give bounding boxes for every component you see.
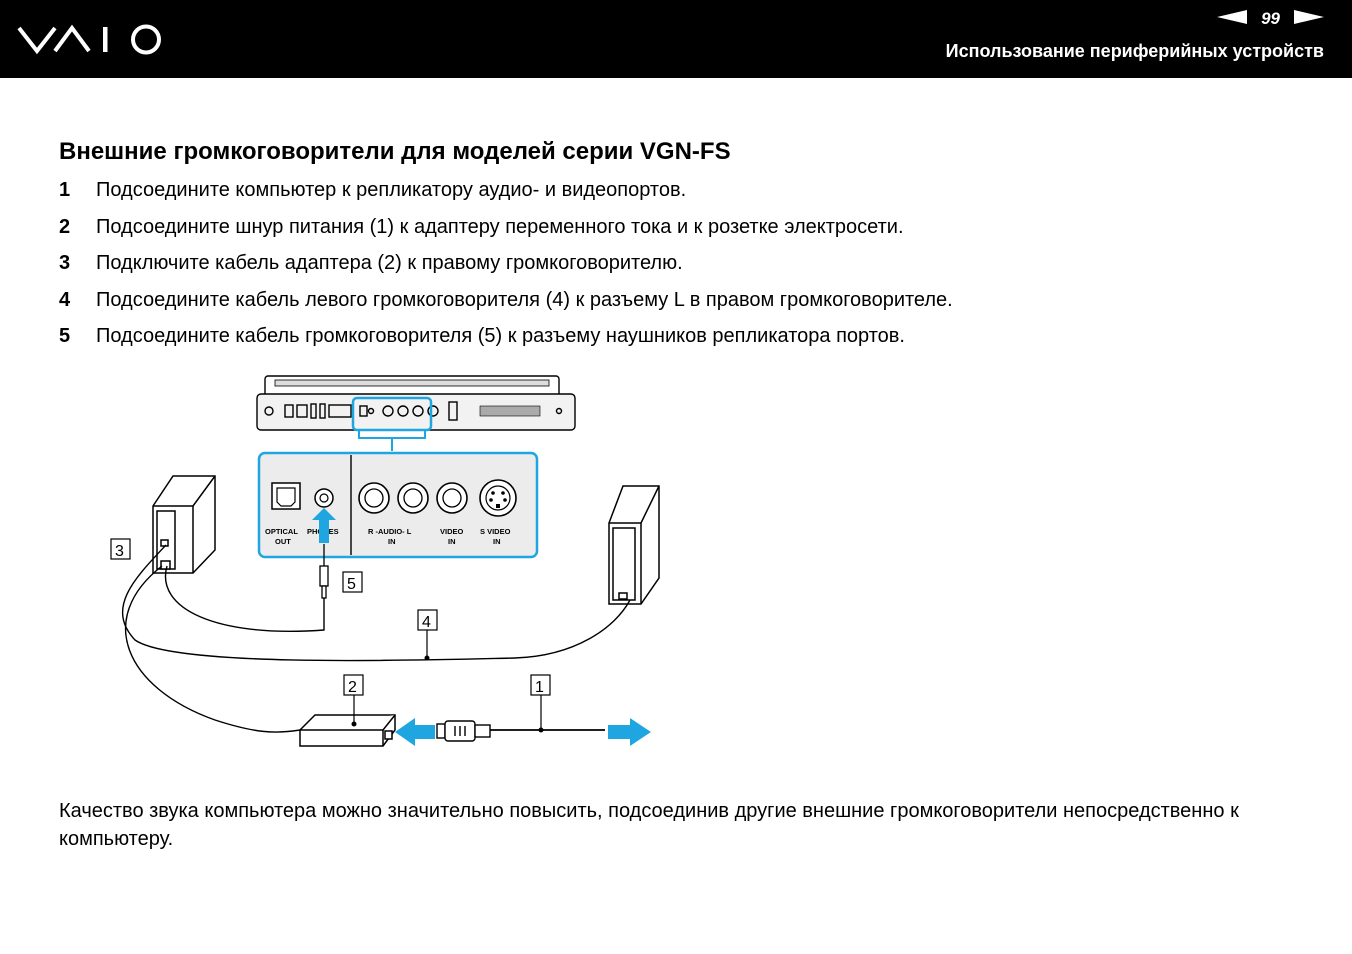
cables <box>122 544 631 733</box>
step-text: Подключите кабель адаптера (2) к правому… <box>96 252 683 274</box>
step-text: Подсоедините кабель левого громкоговорит… <box>96 288 953 311</box>
callout-5: 5 <box>342 571 363 593</box>
audio-label-2: IN <box>388 537 396 546</box>
callout-label: 5 <box>347 576 356 593</box>
callout-label: 2 <box>348 679 357 696</box>
step-text: Подсоедините кабель громкоговорителя (5)… <box>96 325 905 347</box>
callout-label: 4 <box>422 614 431 631</box>
video-label-2: IN <box>448 537 456 546</box>
step-number: 1 <box>59 179 71 201</box>
video-label: VIDEO <box>440 527 464 536</box>
left-arrow-icon[interactable] <box>1217 9 1248 29</box>
port-replicator <box>256 375 576 431</box>
step-text: Подсоедините шнур питания (1) к адаптеру… <box>96 215 904 238</box>
footer-paragraph: Качество звука компьютера можно значител… <box>59 800 1239 850</box>
audio-label: R -AUDIO- L <box>368 527 412 536</box>
optical-label: OPTICAL <box>265 527 298 536</box>
left-speaker <box>152 475 216 574</box>
section-title: Использование периферийных устройств <box>945 41 1324 61</box>
callout-label: 1 <box>535 679 544 696</box>
right-speaker <box>608 485 660 605</box>
left-arrow-icon <box>395 718 435 746</box>
right-arrow-icon <box>608 718 651 746</box>
step-text: Подсоедините компьютер к репликатору ауд… <box>96 179 687 201</box>
callout-2: 2 <box>343 674 364 696</box>
right-arrow-icon[interactable] <box>1294 9 1324 29</box>
callout-1: 1 <box>530 674 551 696</box>
vaio-logo <box>17 24 161 55</box>
connection-diagram: OPTICAL OUT PHONES R -AUDIO- L IN VIDEO … <box>110 375 660 747</box>
ac-adapter <box>299 714 396 747</box>
svideo-label: S VIDEO <box>480 527 511 536</box>
page-number: 99 <box>1261 9 1280 28</box>
port-panel-zoom: OPTICAL OUT PHONES R -AUDIO- L IN VIDEO … <box>257 451 539 559</box>
step-number: 5 <box>59 325 71 347</box>
step-number: 4 <box>59 288 71 311</box>
callout-3: 3 <box>110 538 131 560</box>
page-navigation: 99 <box>1217 8 1324 30</box>
page-heading: Внешние громкоговорители для моделей сер… <box>59 138 731 165</box>
step-number: 2 <box>59 215 71 238</box>
callout-4: 4 <box>417 609 438 631</box>
svideo-label-2: IN <box>493 537 501 546</box>
callout-label: 3 <box>115 543 124 560</box>
power-cord-plug <box>436 720 491 742</box>
highlight-box <box>351 396 433 432</box>
page-header: 99 Использование периферийных устройств <box>0 0 1352 78</box>
optical-label-2: OUT <box>275 537 291 546</box>
step-number: 3 <box>59 252 71 274</box>
